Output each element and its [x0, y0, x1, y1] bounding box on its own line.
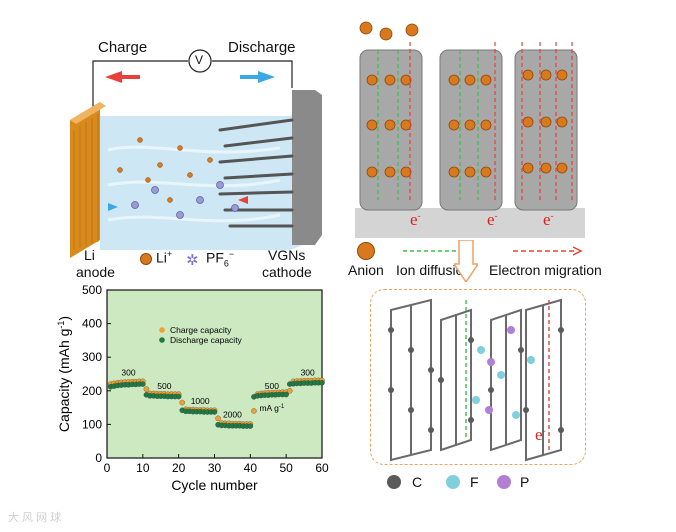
li-ion-legend-label: Li+: [156, 249, 173, 266]
y-axis-label: Capacity (mAh g-1): [56, 316, 72, 432]
electron-migration-arrow-icon: [513, 246, 583, 256]
phosphorus-atom-icon: [497, 475, 511, 489]
pf6-legend-label: PF6−: [206, 249, 235, 269]
data-point-charge-capacity: [215, 415, 221, 422]
anode-label-2: anode: [76, 264, 115, 280]
voltmeter-label: V: [195, 53, 204, 67]
anion-dots: [359, 21, 568, 178]
y-tick-label: 200: [82, 384, 102, 398]
x-tick-label: 40: [244, 461, 258, 475]
y-tick-label: 300: [82, 350, 102, 364]
x-tick-label: 20: [172, 461, 186, 475]
phosphorus-label: P: [520, 474, 530, 490]
cathode-label-2: cathode: [262, 264, 312, 280]
diffusion-schematic: [350, 10, 590, 240]
x-axis-label: Cycle number: [171, 477, 258, 493]
substrate: [355, 208, 585, 238]
vgns-cathode: [292, 90, 322, 245]
zoom-electron-label: e-: [535, 425, 546, 444]
legend-label: Discharge capacity: [170, 335, 243, 345]
y-tick-label: 400: [82, 317, 102, 331]
pf6-legend-icon: ✲: [186, 252, 199, 269]
data-point-charge-capacity: [143, 386, 150, 392]
x-tick-label: 0: [104, 461, 111, 475]
anode-label-1: Li: [84, 247, 95, 263]
li-ion-legend-icon: [140, 253, 152, 265]
li-ions: [117, 137, 213, 203]
data-point-discharge-capacity: [175, 393, 182, 400]
charge-arrow: [105, 71, 140, 83]
li-anode: [70, 102, 100, 258]
rate-unit-label: mA g-1: [259, 403, 284, 413]
voltmeter: [188, 49, 212, 73]
fluorine-label: F: [470, 474, 479, 490]
x-tick-label: 10: [136, 461, 150, 475]
rate-label: 2000: [223, 410, 242, 420]
legend-label: Charge capacity: [170, 325, 232, 335]
x-tick-label: 50: [279, 461, 293, 475]
transition-arrow-icon: [454, 240, 478, 282]
circuit-wire: [92, 60, 188, 110]
ion-diffusion-label: Ion diffusion: [396, 262, 472, 278]
data-point-charge-capacity: [251, 408, 257, 414]
rate-label: 300: [301, 368, 315, 378]
y-tick-label: 100: [82, 417, 102, 431]
x-tick-label: 30: [208, 461, 222, 475]
electron-label-1: e-: [410, 210, 421, 229]
rate-label: 500: [157, 381, 171, 391]
battery-svg: [70, 49, 322, 258]
discharge-label: Discharge: [228, 39, 296, 56]
fluorine-atom-icon: [446, 475, 460, 489]
rate-label: 500: [265, 381, 279, 391]
y-tick-label: 0: [95, 451, 102, 465]
anion-icon: [357, 242, 375, 260]
battery-schematic: [60, 20, 330, 280]
cathode-label-1: VGNs: [268, 247, 306, 263]
circuit-wire-right: [212, 60, 293, 88]
electron-label-3: e-: [543, 210, 554, 229]
y-tick-label: 500: [82, 283, 102, 297]
x-tick-label: 60: [315, 461, 329, 475]
data-point-discharge-capacity: [211, 409, 218, 415]
charge-label: Charge: [98, 39, 148, 56]
legend-marker: [159, 337, 165, 343]
zoom-svg: [388, 298, 564, 462]
legend-marker: [159, 327, 165, 333]
electron-migration-label: Electron migration: [489, 262, 602, 278]
rate-label: 1000: [191, 396, 210, 406]
carbon-label: C: [412, 474, 423, 490]
plot-area: [106, 289, 323, 459]
data-point-discharge-capacity: [283, 391, 289, 398]
carbon-atom-icon: [387, 475, 401, 489]
data-point-charge-capacity: [179, 399, 185, 406]
data-point-charge-capacity: [286, 388, 293, 394]
data-point-discharge-capacity: [140, 381, 146, 387]
diffusion-svg: [355, 21, 585, 238]
discharge-arrow: [240, 71, 275, 83]
electron-label-2: e-: [487, 210, 498, 229]
anion-label: Anion: [348, 262, 384, 278]
rate-label: 300: [121, 368, 135, 378]
data-point-discharge-capacity: [319, 379, 325, 386]
watermark: 大 风 网 球: [8, 512, 62, 524]
data-point-discharge-capacity: [247, 423, 254, 429]
zoom-panel: [370, 289, 586, 465]
pf6-ions: [131, 181, 239, 219]
